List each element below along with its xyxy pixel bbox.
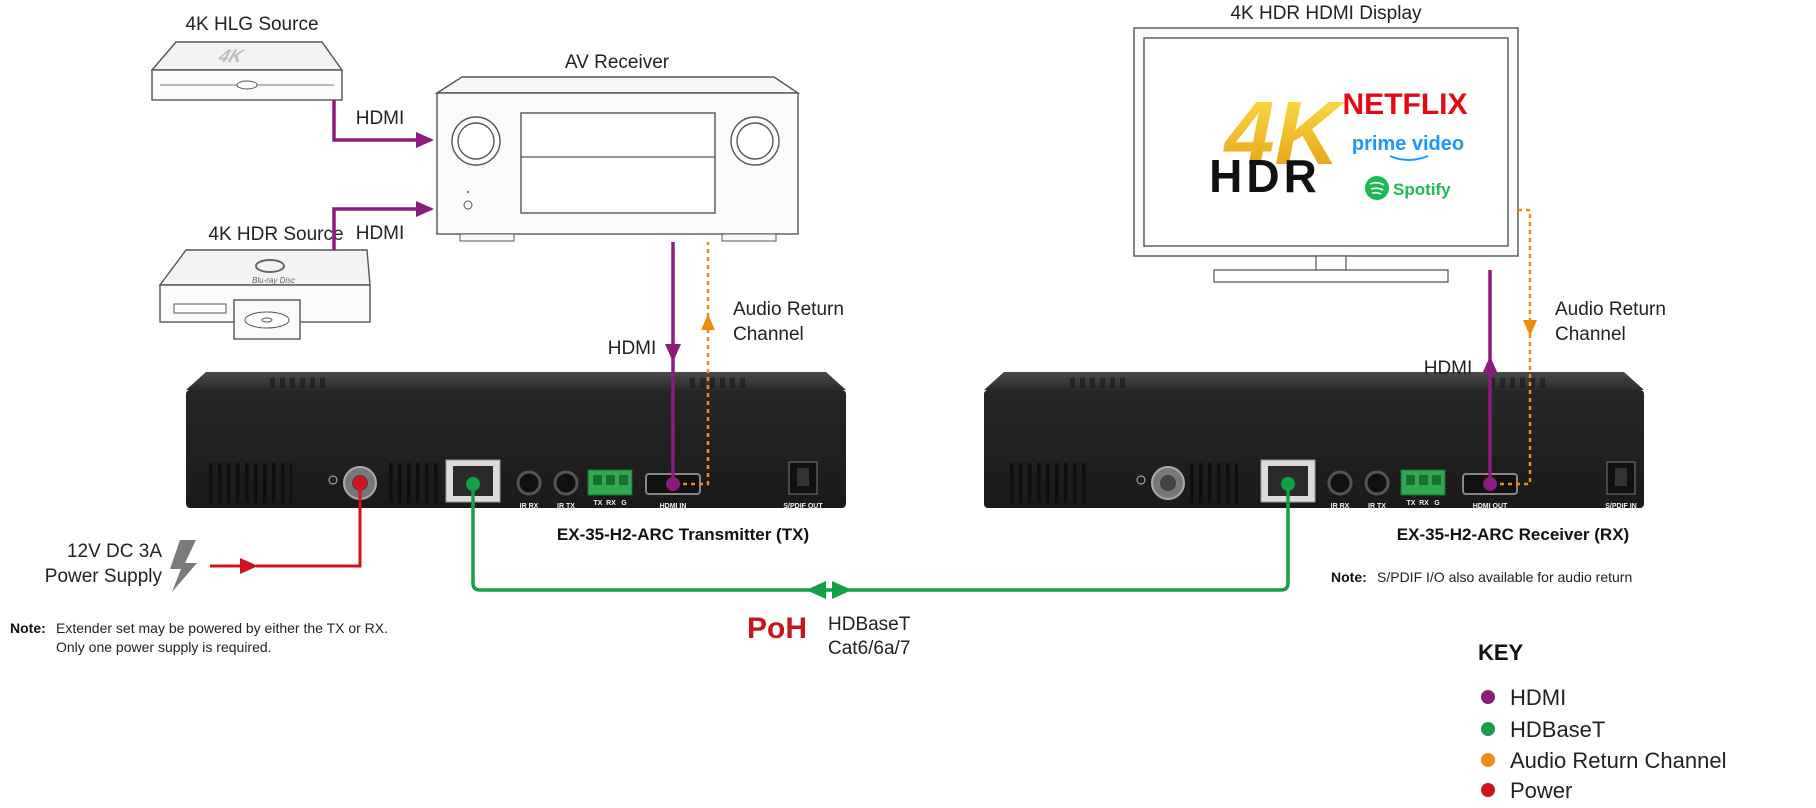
rx-arc-label-1: Audio Return: [1555, 299, 1666, 320]
tx-arc-line: [683, 242, 715, 486]
tx-rs-rx-label: RX: [606, 500, 616, 507]
display-label: 4K HDR HDMI Display: [1230, 3, 1422, 24]
tx-ir-tx-label: IR TX: [557, 503, 575, 510]
tx-rs-tx-label: TX: [594, 500, 603, 507]
hdr-hdmi-label: HDMI: [356, 223, 405, 244]
tx-arc-label-2: Channel: [733, 324, 804, 345]
key-swatch-hdbaset: [1481, 722, 1495, 736]
tx-hdmi-label: HDMI: [608, 338, 657, 359]
key-swatch-power: [1481, 783, 1495, 797]
rx-ir-tx-label: IR TX: [1368, 503, 1386, 510]
rx-rs-g-label: G: [1434, 500, 1440, 507]
rx-ir-rx-label: IR RX: [1331, 503, 1350, 510]
display-device: 4K HDR NETFLIX prime video Spotify: [1133, 27, 1519, 283]
hlg-hdmi-label: HDMI: [356, 108, 405, 129]
tx-hdmi-cable: [665, 242, 681, 491]
transmitter-label: EX-35-H2-ARC Transmitter (TX): [557, 525, 809, 544]
rx-hdmi-label: HDMI: [1424, 358, 1473, 379]
hdbaset-label-2: Cat6/6a/7: [828, 638, 910, 659]
key-swatch-arc: [1481, 753, 1495, 767]
power-note-line2: Only one power supply is required.: [56, 639, 272, 655]
tx-hdmi-in-label: HDMI IN: [660, 503, 687, 510]
rx-spdif-label: S/PDIF IN: [1605, 503, 1637, 510]
display-hdr-logo: HDR: [1209, 150, 1321, 202]
av-receiver-device: [434, 76, 801, 242]
hlg-hdmi-cable: [332, 100, 434, 148]
key-swatch-hdmi: [1481, 690, 1495, 704]
receiver-label: EX-35-H2-ARC Receiver (RX): [1397, 525, 1629, 544]
rx-hdmi-out-label: HDMI OUT: [1473, 503, 1508, 510]
rx-rs-tx-label: TX: [1407, 500, 1416, 507]
hdr-source-device: Blu-ray Disc: [158, 249, 371, 340]
prime-video-logo: prime video: [1352, 133, 1464, 155]
key-item-hdmi: HDMI: [1510, 685, 1566, 710]
display-4k-logo: 4K: [1222, 84, 1345, 184]
hlg-source-device: 4K: [150, 41, 344, 101]
key-item-hdbaset: HDBaseT: [1510, 717, 1605, 742]
power-bolt-icon: [170, 540, 197, 592]
tx-ir-rx-label: IR RX: [520, 503, 539, 510]
rx-arc-line: [1500, 208, 1537, 486]
hdr-source-label: 4K HDR Source: [208, 224, 343, 245]
rx-hdmi-cable: [1482, 270, 1498, 491]
rx-rs-rx-label: RX: [1419, 500, 1429, 507]
hlg-4k-logo: 4K: [215, 46, 248, 66]
key-legend: KEY HDMI HDBaseT Audio Return Channel Po…: [1478, 640, 1726, 803]
spdif-note-text: S/PDIF I/O also available for audio retu…: [1377, 569, 1632, 585]
power-label-1: 12V DC 3A: [67, 541, 162, 562]
netflix-logo: NETFLIX: [1343, 88, 1468, 121]
power-label-2: Power Supply: [45, 566, 163, 587]
transmitter-device: IR RX IR TX TX RX G HDMI IN S/PDIF OUT: [186, 372, 846, 510]
poh-logo: PoH: [747, 612, 807, 645]
av-receiver-label: AV Receiver: [565, 52, 670, 73]
bluray-logo: Blu-ray Disc: [252, 276, 295, 285]
power-note-line1: Extender set may be powered by either th…: [56, 620, 388, 636]
spdif-note-label: Note:: [1331, 569, 1367, 585]
hlg-source-label: 4K HLG Source: [185, 14, 318, 35]
power-cable: [210, 476, 367, 574]
spotify-logo: Spotify: [1393, 180, 1451, 199]
hdbaset-cable: [466, 477, 1295, 599]
tx-rs-g-label: G: [621, 500, 627, 507]
power-note-label: Note:: [10, 620, 46, 636]
key-item-arc: Audio Return Channel: [1510, 748, 1726, 773]
rx-arc-label-2: Channel: [1555, 324, 1626, 345]
receiver-device: IR RX IR TX TX RX G HDMI OUT S/PDIF IN: [984, 372, 1644, 510]
key-title: KEY: [1478, 640, 1524, 665]
tx-spdif-label: S/PDIF OUT: [783, 503, 823, 510]
hdbaset-label-1: HDBaseT: [828, 614, 911, 635]
tx-arc-label-1: Audio Return: [733, 299, 844, 320]
hdr-hdmi-cable: [332, 201, 434, 250]
key-item-power: Power: [1510, 778, 1572, 803]
